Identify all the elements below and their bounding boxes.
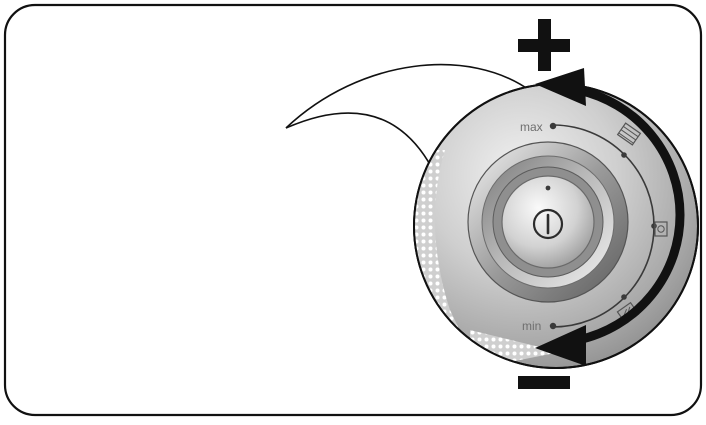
label-max: max [520, 120, 543, 134]
knob-indicator-dot [545, 185, 551, 191]
arrow-head-down-icon [535, 325, 586, 366]
power-icon [532, 208, 564, 240]
max-marker [549, 122, 557, 130]
control-knob: max min [413, 83, 699, 369]
plus-icon [518, 19, 570, 71]
rotation-arrow [535, 68, 685, 366]
zoom-callout-upper [285, 63, 533, 129]
label-min: min [522, 319, 541, 333]
arrow-head-up-icon [535, 68, 586, 106]
zoom-callout-lower [285, 112, 433, 169]
grill-icon [616, 122, 642, 146]
fan-icon [654, 221, 668, 237]
min-marker [549, 322, 557, 330]
minus-icon [518, 376, 570, 389]
